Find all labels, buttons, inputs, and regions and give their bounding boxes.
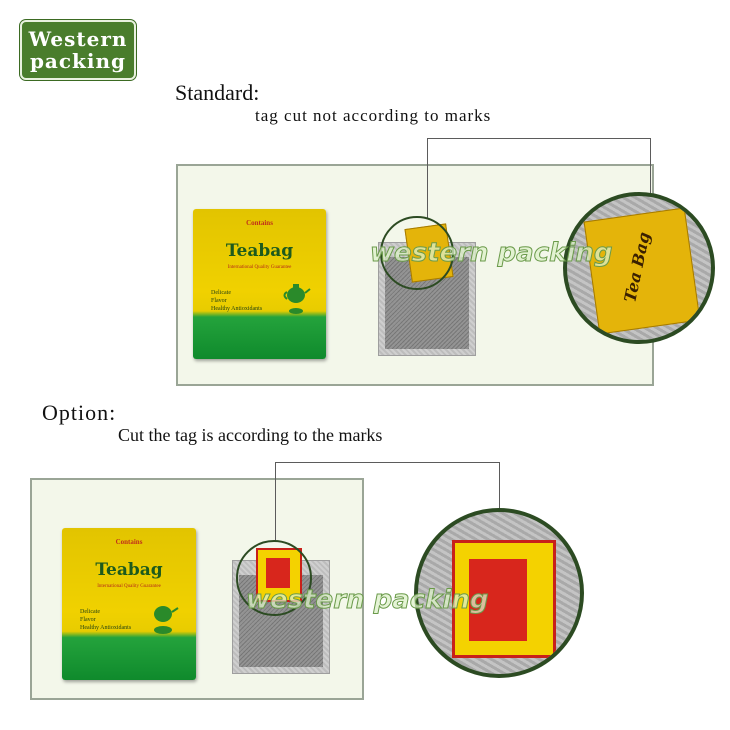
zoom-tag-red-box <box>467 557 529 643</box>
standard-connector-top <box>427 138 650 139</box>
watermark: western packing <box>369 238 613 269</box>
pack-feature: Delicate <box>211 290 231 296</box>
option-zoom-circle <box>414 508 584 678</box>
pack-feature-list: Delicate Flavor Healthy Antioxidants <box>211 289 262 313</box>
pack-feature: Flavor <box>80 617 96 623</box>
pack-contains: Contains <box>246 219 273 227</box>
pack-contains: Contains <box>115 538 143 546</box>
tag-focus-circle <box>380 216 454 290</box>
pack-feature: Healthy Antioxidants <box>211 306 263 312</box>
teabag-pack: Contains Teabag International Quality Gu… <box>193 209 326 359</box>
standard-description: tag cut not according to marks <box>255 106 492 125</box>
teapot-icon <box>283 284 311 314</box>
option-description: Cut the tag is according to the marks <box>118 425 383 445</box>
option-connector-top <box>275 462 499 463</box>
pack-feature: Delicate <box>80 609 100 615</box>
option-connector-left <box>275 462 276 542</box>
pack-title: Teabag <box>95 560 163 580</box>
watermark: western packing <box>245 585 489 616</box>
standard-heading: Standard: <box>175 80 260 105</box>
option-heading: Option: <box>42 400 117 425</box>
pack-feature: Flavor <box>211 298 227 304</box>
pack-subtitle: International Quality Guarantee <box>227 265 292 270</box>
brand-logo: Western packing <box>20 20 136 80</box>
teacup-icon <box>154 606 179 634</box>
tag-focus-circle <box>236 540 312 616</box>
zoom-tag-text: Tea Bag <box>620 230 654 304</box>
pack-title: Teabag <box>225 241 294 261</box>
option-connector-right <box>499 462 500 510</box>
brand-line2: packing <box>29 49 127 73</box>
standard-connector-left <box>427 138 428 218</box>
brand-line1: Western <box>28 27 128 51</box>
pack-feature: Healthy Antioxidants <box>80 625 132 631</box>
standard-zoom-circle: Tea Bag <box>563 192 715 344</box>
teabag-pack: Contains Teabag International Quality Gu… <box>62 528 196 680</box>
zoom-tag <box>452 540 556 658</box>
pack-feature-list: Delicate Flavor Healthy Antioxidants <box>80 608 131 632</box>
standard-connector-right <box>650 138 651 194</box>
zoom-tag: Tea Bag <box>583 207 701 335</box>
pack-subtitle: International Quality Guarantee <box>97 584 161 589</box>
